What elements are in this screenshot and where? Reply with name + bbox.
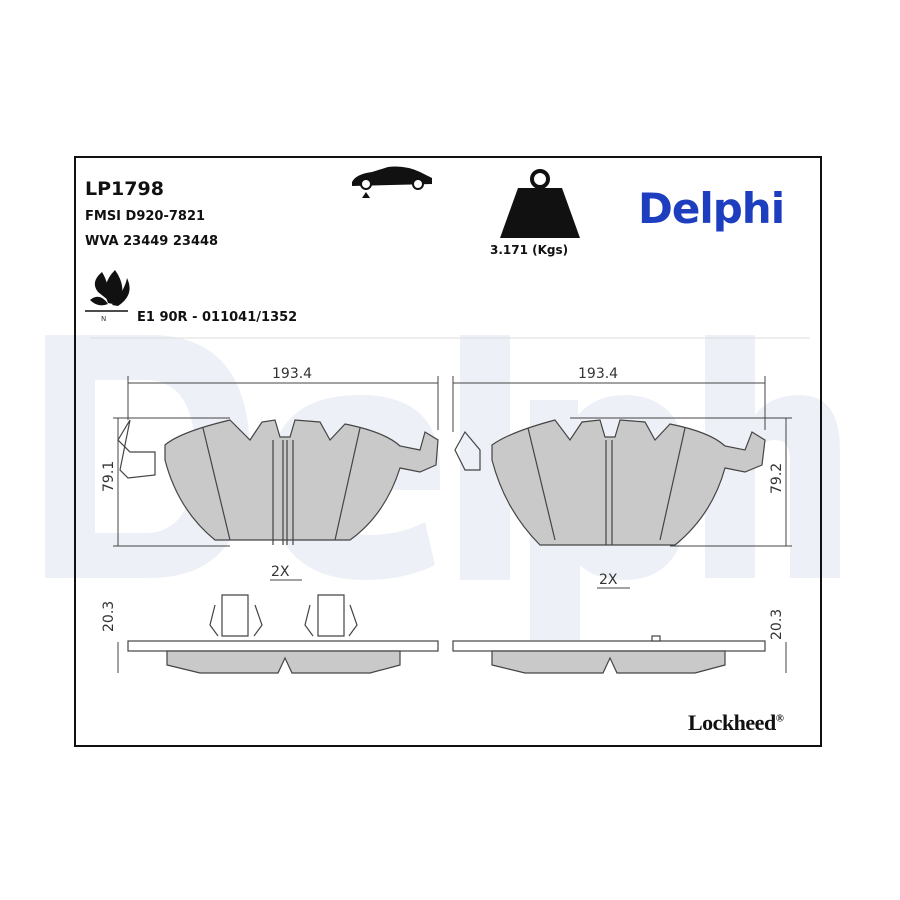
approval-code: E1 90R - 011041/1352 [137,310,298,325]
weight-label: 3.171 (Kgs) [490,243,569,257]
wva-code: WVA 23449 23448 [85,234,219,249]
registered-mark: ® [775,712,784,725]
right-thickness-dim: 20.3 [769,609,785,640]
left-thickness-dim: 20.3 [101,601,117,632]
left-width-dim: 193.4 [272,366,312,382]
right-pad-front-view [454,419,766,546]
left-quantity: 2X [271,564,290,580]
weight-icon [500,169,580,238]
fmsi-code: FMSI D920-7821 [85,209,206,224]
car-front-axle-icon [352,166,432,198]
part-number: LP1798 [85,178,164,200]
left-pad-side-view [127,594,439,674]
drawing-frame [74,156,822,747]
right-quantity: 2X [599,572,618,588]
left-height-dim: 79.1 [101,461,117,492]
right-pad-side-view [452,635,766,674]
right-width-dim: 193.4 [578,366,618,382]
left-pad-front-view [117,419,439,545]
dimension-lines [113,376,792,673]
delphi-logo: Delphi [638,184,785,233]
eco-mark-label: N [101,315,106,323]
lockheed-text: Lockheed [688,710,776,735]
right-height-dim: 79.2 [769,463,785,494]
eco-leaf-icon [85,270,130,312]
lockheed-logo: Lockheed® [688,710,784,736]
